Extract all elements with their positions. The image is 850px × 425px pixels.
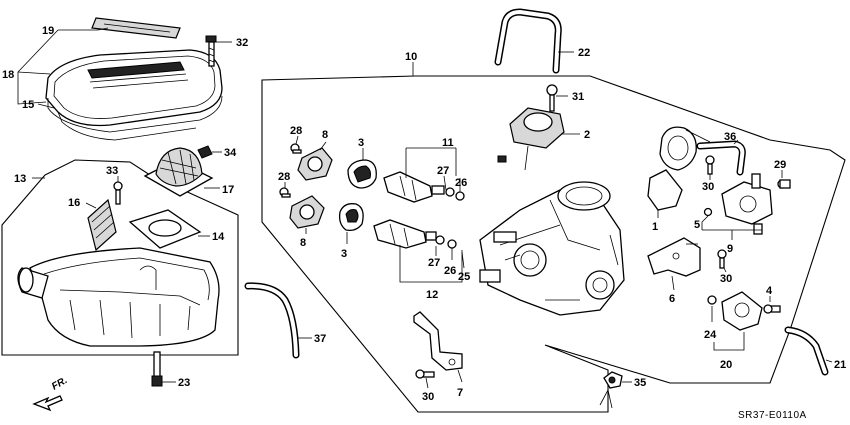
callout-16: 16 [68, 197, 80, 209]
holder-8-upper [297, 147, 333, 181]
seal-3-lower [338, 203, 364, 232]
callout-20: 20 [720, 359, 732, 371]
callout-31: 31 [572, 91, 584, 103]
bolt-29 [777, 179, 791, 189]
callout-7: 7 [457, 387, 463, 399]
callout-11: 11 [442, 137, 454, 149]
front-direction-label: FR. [50, 375, 69, 393]
callout-37: 37 [314, 333, 326, 345]
callout-27-lower: 27 [428, 257, 440, 269]
bolt-28-upper [290, 143, 302, 154]
hose-21 [784, 326, 829, 376]
bracket-6 [647, 237, 701, 277]
callout-24: 24 [704, 329, 717, 341]
callout-5: 5 [694, 219, 700, 231]
bolt-28-lower [279, 187, 291, 198]
seal-3-upper [347, 159, 377, 189]
callout-19: 19 [42, 25, 54, 37]
injector-upper [383, 171, 465, 203]
callout-6: 6 [669, 293, 675, 305]
callout-29: 29 [774, 159, 786, 171]
callout-25: 25 [458, 271, 470, 283]
callout-33: 33 [106, 165, 118, 177]
callout-34: 34 [224, 147, 237, 159]
callout-35: 35 [634, 377, 646, 389]
bolt-32 [205, 35, 217, 67]
bolt-33 [113, 181, 123, 205]
callout-27-upper: 27 [437, 165, 449, 177]
group-outline-throttle-body [261, 75, 846, 413]
callout-21: 21 [834, 359, 846, 371]
callout-17: 17 [222, 184, 234, 196]
callout-26-lower: 26 [444, 265, 456, 277]
callout-8-upper: 8 [322, 129, 328, 141]
callout-3-upper: 3 [358, 137, 364, 149]
callout-36: 36 [724, 131, 736, 143]
group-outline-air-cleaner [1, 159, 239, 356]
valve-9 [721, 173, 773, 235]
callout-15: 15 [22, 99, 34, 111]
leader-lines [17, 27, 833, 409]
nut-35 [603, 371, 623, 389]
bracket-7 [413, 311, 463, 371]
diagram-code: SR37-E0110A [738, 410, 807, 421]
o-ring-5 [703, 207, 713, 217]
hose-37 [244, 282, 300, 359]
drain-23 [151, 351, 163, 387]
hose-22 [494, 8, 562, 74]
callout-18: 18 [2, 69, 14, 81]
callout-30-right-lower: 30 [720, 273, 732, 285]
callout-28-lower: 28 [278, 171, 290, 183]
air-cleaner-case [17, 247, 220, 347]
callout-9: 9 [727, 243, 733, 255]
valve-2 [497, 107, 565, 171]
holder-8-lower [289, 195, 325, 229]
air-cleaner-cover [45, 17, 223, 141]
bolt-30-right-upper [705, 155, 715, 175]
callout-30-lower: 30 [422, 391, 434, 403]
callout-23: 23 [178, 377, 190, 389]
callout-1: 1 [652, 221, 658, 233]
callout-labels: 19 18 15 32 10 22 31 2 28 8 3 11 27 26 2… [2, 25, 846, 403]
callout-12: 12 [426, 289, 438, 301]
callout-22: 22 [578, 47, 590, 59]
hose-36 [696, 140, 746, 176]
filter-16 [87, 198, 117, 252]
bolt-30-right-lower [717, 249, 727, 269]
injector-lower [373, 219, 457, 249]
o-ring-24 [707, 295, 717, 305]
strainer-17 [143, 147, 214, 197]
callout-2: 2 [584, 129, 590, 141]
front-direction-arrow [32, 395, 63, 412]
bolt-31 [546, 84, 558, 112]
callout-10: 10 [405, 51, 417, 63]
sensor-20 [721, 291, 763, 331]
bolt-4 [763, 304, 781, 314]
callout-4: 4 [766, 285, 773, 297]
callout-30-right-upper: 30 [702, 181, 714, 193]
bolt-30-lower [415, 369, 435, 379]
callout-13: 13 [14, 173, 26, 185]
callout-32: 32 [236, 37, 248, 49]
callout-28-upper: 28 [290, 125, 302, 137]
throttle-body [479, 181, 625, 316]
callout-3-lower: 3 [341, 248, 347, 260]
callout-26-upper: 26 [455, 177, 467, 189]
callout-8-lower: 8 [300, 237, 306, 249]
dashpot-1 [647, 126, 711, 211]
gasket-14 [128, 209, 202, 249]
callout-14: 14 [212, 231, 225, 243]
clip-34 [197, 145, 213, 159]
